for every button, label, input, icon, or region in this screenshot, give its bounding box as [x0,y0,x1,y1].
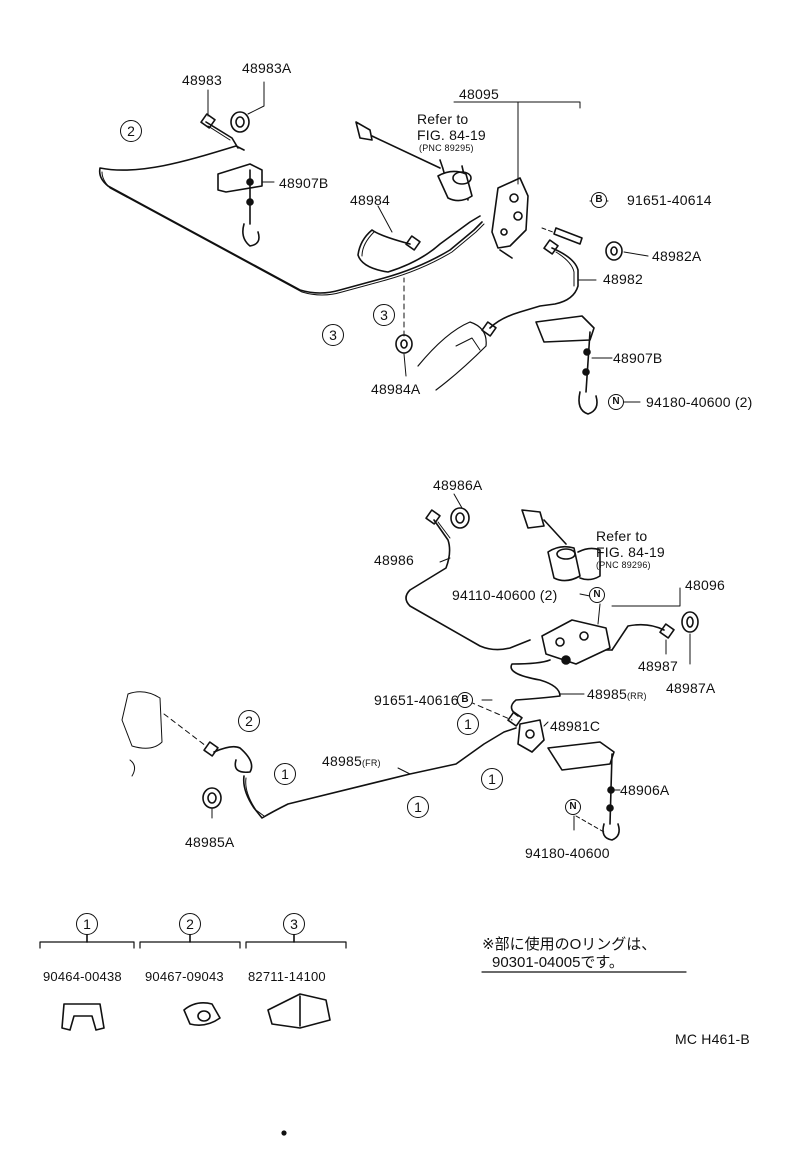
part-48985-rr: 48985(RR) [587,686,647,702]
refer-line-2-bottom: FIG. 84-19 [596,544,665,560]
pipe-48986 [405,519,531,651]
pipe-48984 [357,215,481,273]
part-48907B-right: 48907B [613,350,663,366]
part-48985-fr: 48985(FR) [322,753,381,769]
part-48981C: 48981C [550,718,601,734]
part-94180-40600: 94180-40600 [525,845,610,861]
bolt-marker-b-bottom: B [457,692,473,708]
part-48906A: 48906A [620,782,670,798]
oring-note-line-1: ※部に使用のOリングは、 [482,936,657,953]
legend-callout-1: 1 [76,913,98,935]
callout-3-right: 3 [373,304,395,326]
part-48985A: 48985A [185,834,235,850]
pipe-48982 [489,247,579,329]
part-48983A: 48983A [242,60,292,76]
legend-part-2: 90467-09043 [145,969,224,984]
part-94180-40600-2: 94180-40600 (2) [646,394,753,410]
part-48984: 48984 [350,192,390,208]
part-48986A: 48986A [433,477,483,493]
part-48982: 48982 [603,271,643,287]
nut-marker-n: N [608,394,624,410]
pipe-48985-fr [213,727,517,819]
part-94110-40600-2: 94110-40600 (2) [452,587,558,603]
part-48983: 48983 [182,72,222,88]
part-48096: 48096 [685,577,725,593]
part-48907B-left: 48907B [279,175,329,191]
refer-pnc: (PNC 89295) [419,143,474,153]
part-91651-40614: 91651-40614 [627,192,712,208]
refer-line-2: FIG. 84-19 [417,127,486,143]
diagram-code: MC H461-B [675,1031,750,1047]
pipe-48985-rr [510,659,561,717]
part-48095: 48095 [459,86,499,102]
callout-2-top: 2 [120,120,142,142]
oring-note-line-2: 90301-04005です。 [492,954,624,971]
bolt-marker-b: B [591,192,607,208]
part-48987: 48987 [638,658,678,674]
legend-callout-3: 3 [283,913,305,935]
part-48984A: 48984A [371,381,421,397]
refer-pnc-bottom: (PNC 89296) [596,560,651,570]
legend-part-3: 82711-14100 [248,969,326,984]
legend-part-1: 90464-00438 [43,969,122,984]
part-48986: 48986 [374,552,414,568]
pipe-48983 [98,145,483,294]
refer-line-1-bottom: Refer to [596,528,648,544]
refer-line-1: Refer to [417,111,469,127]
callout-1-b: 1 [274,763,296,785]
callout-3-left: 3 [322,324,344,346]
callout-1-a: 1 [457,713,479,735]
part-48987A: 48987A [666,680,716,696]
nut-marker-n-bottom: N [589,587,605,603]
legend-callout-2: 2 [179,913,201,935]
callout-2-bottom: 2 [238,710,260,732]
nut-marker-n-lower: N [565,799,581,815]
callout-1-d: 1 [407,796,429,818]
part-91651-40616: 91651-40616 [374,692,459,708]
callout-1-c: 1 [481,768,503,790]
part-48982A: 48982A [652,248,702,264]
